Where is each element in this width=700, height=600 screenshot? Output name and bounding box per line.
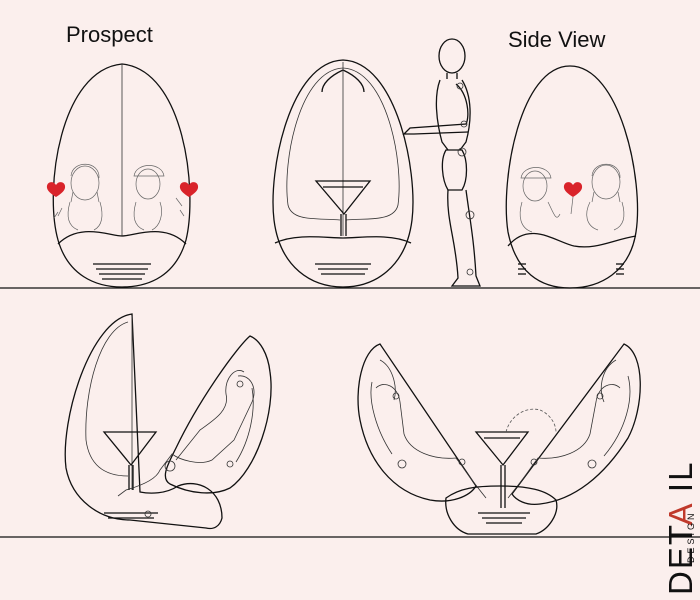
pod-open-single: [64, 313, 272, 530]
logo-subtitle: DESIGN: [686, 510, 696, 563]
side-view-label: Side View: [508, 27, 606, 52]
mannequin-figure: [402, 38, 481, 287]
pod-open-pair: [357, 343, 641, 535]
sketch-figure-right: [586, 163, 625, 231]
heart-icon: [46, 182, 66, 197]
sketch-figure-left: [53, 163, 103, 231]
logo-word-end: IL: [662, 460, 699, 504]
heart-icon: [179, 182, 199, 197]
pod-prospect: [46, 63, 199, 288]
detail-design-logo: DETA IL DESIGN: [662, 423, 699, 595]
prospect-label: Prospect: [66, 22, 153, 47]
sketch-figure-right: [133, 165, 185, 231]
heart-icon: [563, 182, 583, 197]
sketch-figure-left: [519, 167, 561, 233]
pod-front-open: [272, 59, 414, 288]
pod-side-view: [505, 65, 639, 289]
